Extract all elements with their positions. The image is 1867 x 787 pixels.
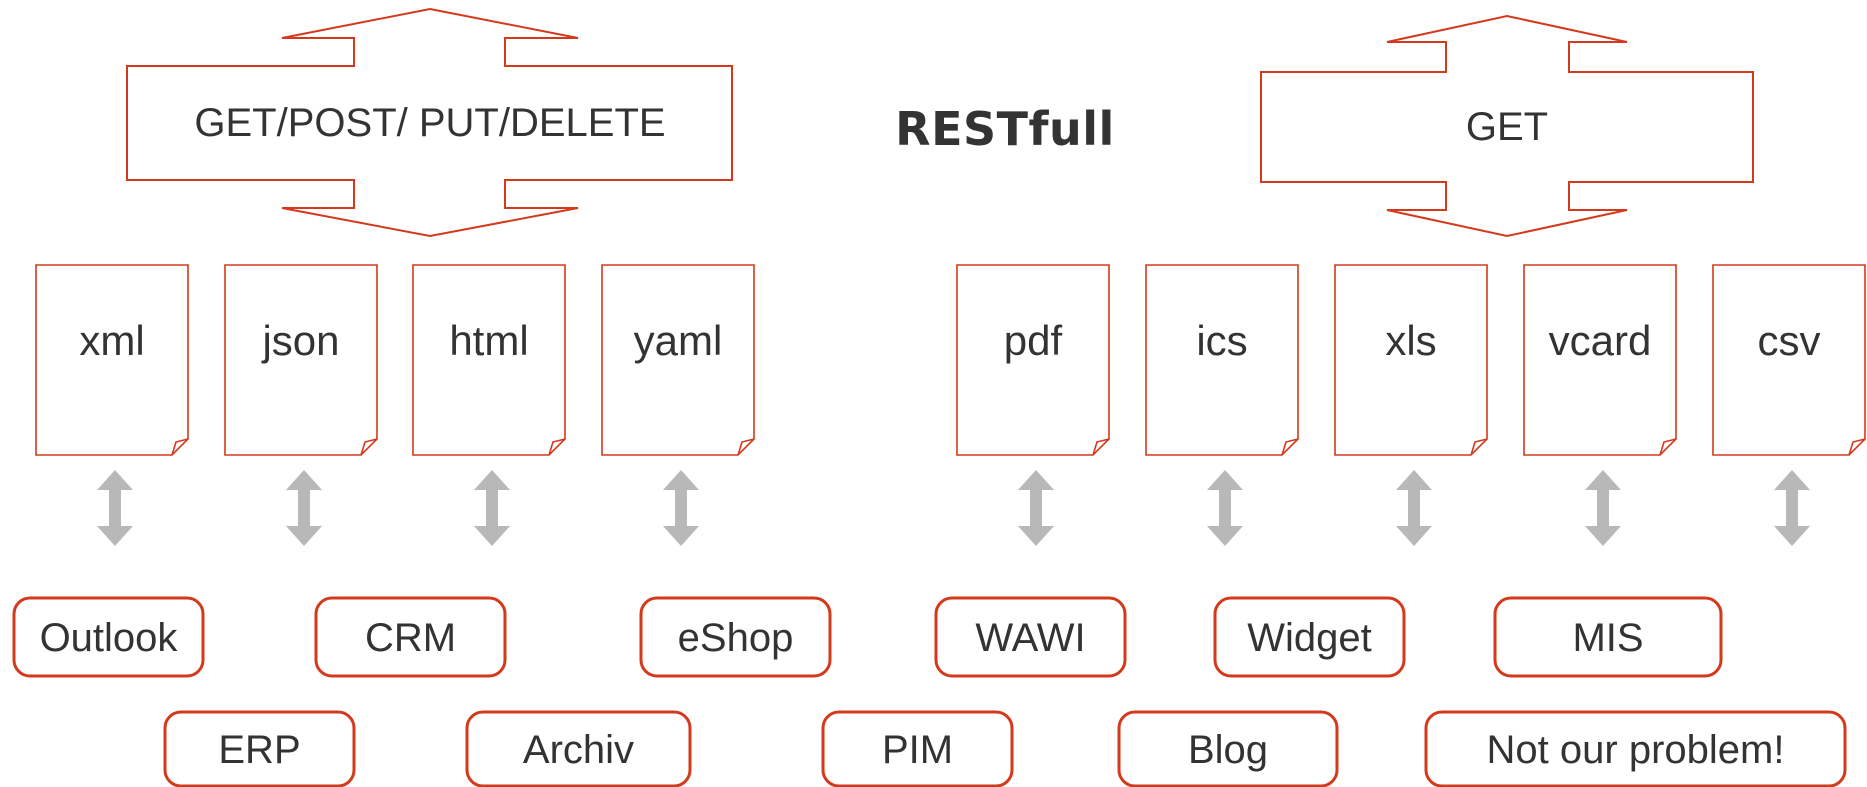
format-label: html [449, 317, 528, 364]
system-blog: Blog [1117, 710, 1339, 787]
document-fold [360, 438, 378, 456]
document-fold [1470, 438, 1488, 456]
system-pill [12, 596, 205, 678]
read-only-double-arrow: GET [1260, 14, 1754, 238]
format-label: json [260, 317, 339, 364]
format-document-html: html [412, 264, 566, 456]
system-label: eShop [678, 616, 794, 660]
document-fold [1281, 438, 1299, 456]
format-label: yaml [634, 317, 723, 364]
system-eshop: eShop [639, 596, 832, 678]
document-fold [1659, 438, 1677, 456]
system-wawi: WAWI [934, 596, 1127, 678]
document-fold [1848, 438, 1866, 456]
system-crm: CRM [314, 596, 507, 678]
system-label: Archiv [523, 728, 634, 772]
read-write-methods-label: GET/POST/ PUT/DELETE [194, 101, 665, 145]
read-only-method-label: GET [1466, 105, 1548, 149]
system-pill [821, 710, 1014, 787]
connector-double-arrow [286, 470, 322, 546]
format-label: vcard [1549, 317, 1652, 364]
system-pill [1213, 596, 1406, 678]
system-pill [314, 596, 507, 678]
system-label: MIS [1572, 616, 1643, 660]
connector-double-arrow [1774, 470, 1810, 546]
system-archiv: Archiv [465, 710, 692, 787]
client-systems-row-1: Outlook CRM eShop WAWI Widget MIS [12, 596, 1723, 678]
system-label: ERP [218, 728, 300, 772]
document-shape [1712, 264, 1866, 456]
format-document-xml: xml [35, 264, 189, 456]
document-shape [1145, 264, 1299, 456]
document-shape [224, 264, 378, 456]
system-label: PIM [882, 728, 953, 772]
double-arrow-shape [1260, 14, 1754, 238]
system-pill [465, 710, 692, 787]
double-arrow-shape [126, 7, 733, 238]
format-document-ics: ics [1145, 264, 1299, 456]
format-document-vcard: vcard [1523, 264, 1677, 456]
bidirectional-connectors [97, 470, 1810, 546]
connector-double-arrow [97, 470, 133, 546]
connector-double-arrow [1207, 470, 1243, 546]
document-shape [35, 264, 189, 456]
system-label: WAWI [975, 616, 1085, 660]
document-fold [171, 438, 189, 456]
connector-double-arrow [663, 470, 699, 546]
document-shape [956, 264, 1110, 456]
client-systems-row-2: ERP Archiv PIM Blog Not our problem! [163, 710, 1847, 787]
system-pim: PIM [821, 710, 1014, 787]
system-pill [639, 596, 832, 678]
connector-double-arrow [474, 470, 510, 546]
diagram-title: RESTfull [895, 102, 1115, 156]
document-fold [548, 438, 566, 456]
system-pill [163, 710, 356, 787]
format-document-yaml: yaml [601, 264, 755, 456]
connector-double-arrow [1396, 470, 1432, 546]
system-label: Not our problem! [1487, 728, 1785, 772]
system-label: Outlook [40, 616, 179, 660]
format-label: xml [79, 317, 144, 364]
document-fold [1092, 438, 1110, 456]
format-label: xls [1385, 317, 1436, 364]
system-label: CRM [365, 616, 456, 660]
system-outlook: Outlook [12, 596, 205, 678]
format-label: csv [1758, 317, 1821, 364]
connector-double-arrow [1585, 470, 1621, 546]
format-document-csv: csv [1712, 264, 1866, 456]
system-pill [1117, 710, 1339, 787]
system-pill [1493, 596, 1723, 678]
format-label: ics [1196, 317, 1247, 364]
system-pill [934, 596, 1127, 678]
connector-double-arrow [1018, 470, 1054, 546]
format-document-json: json [224, 264, 378, 456]
system-label: Widget [1247, 616, 1372, 660]
format-label: pdf [1004, 317, 1063, 364]
document-shape [1334, 264, 1488, 456]
format-document-pdf: pdf [956, 264, 1110, 456]
system-erp: ERP [163, 710, 356, 787]
document-fold [737, 438, 755, 456]
system-mis: MIS [1493, 596, 1723, 678]
document-shape [1523, 264, 1677, 456]
system-pill [1424, 710, 1847, 787]
format-documents: xml json html yaml pdf ics xls vcard csv [35, 264, 1866, 456]
format-document-xls: xls [1334, 264, 1488, 456]
document-shape [601, 264, 755, 456]
read-write-double-arrow: GET/POST/ PUT/DELETE [126, 7, 733, 238]
document-shape [412, 264, 566, 456]
system-label: Blog [1188, 728, 1268, 772]
system-not-our-problem: Not our problem! [1424, 710, 1847, 787]
system-widget: Widget [1213, 596, 1406, 678]
